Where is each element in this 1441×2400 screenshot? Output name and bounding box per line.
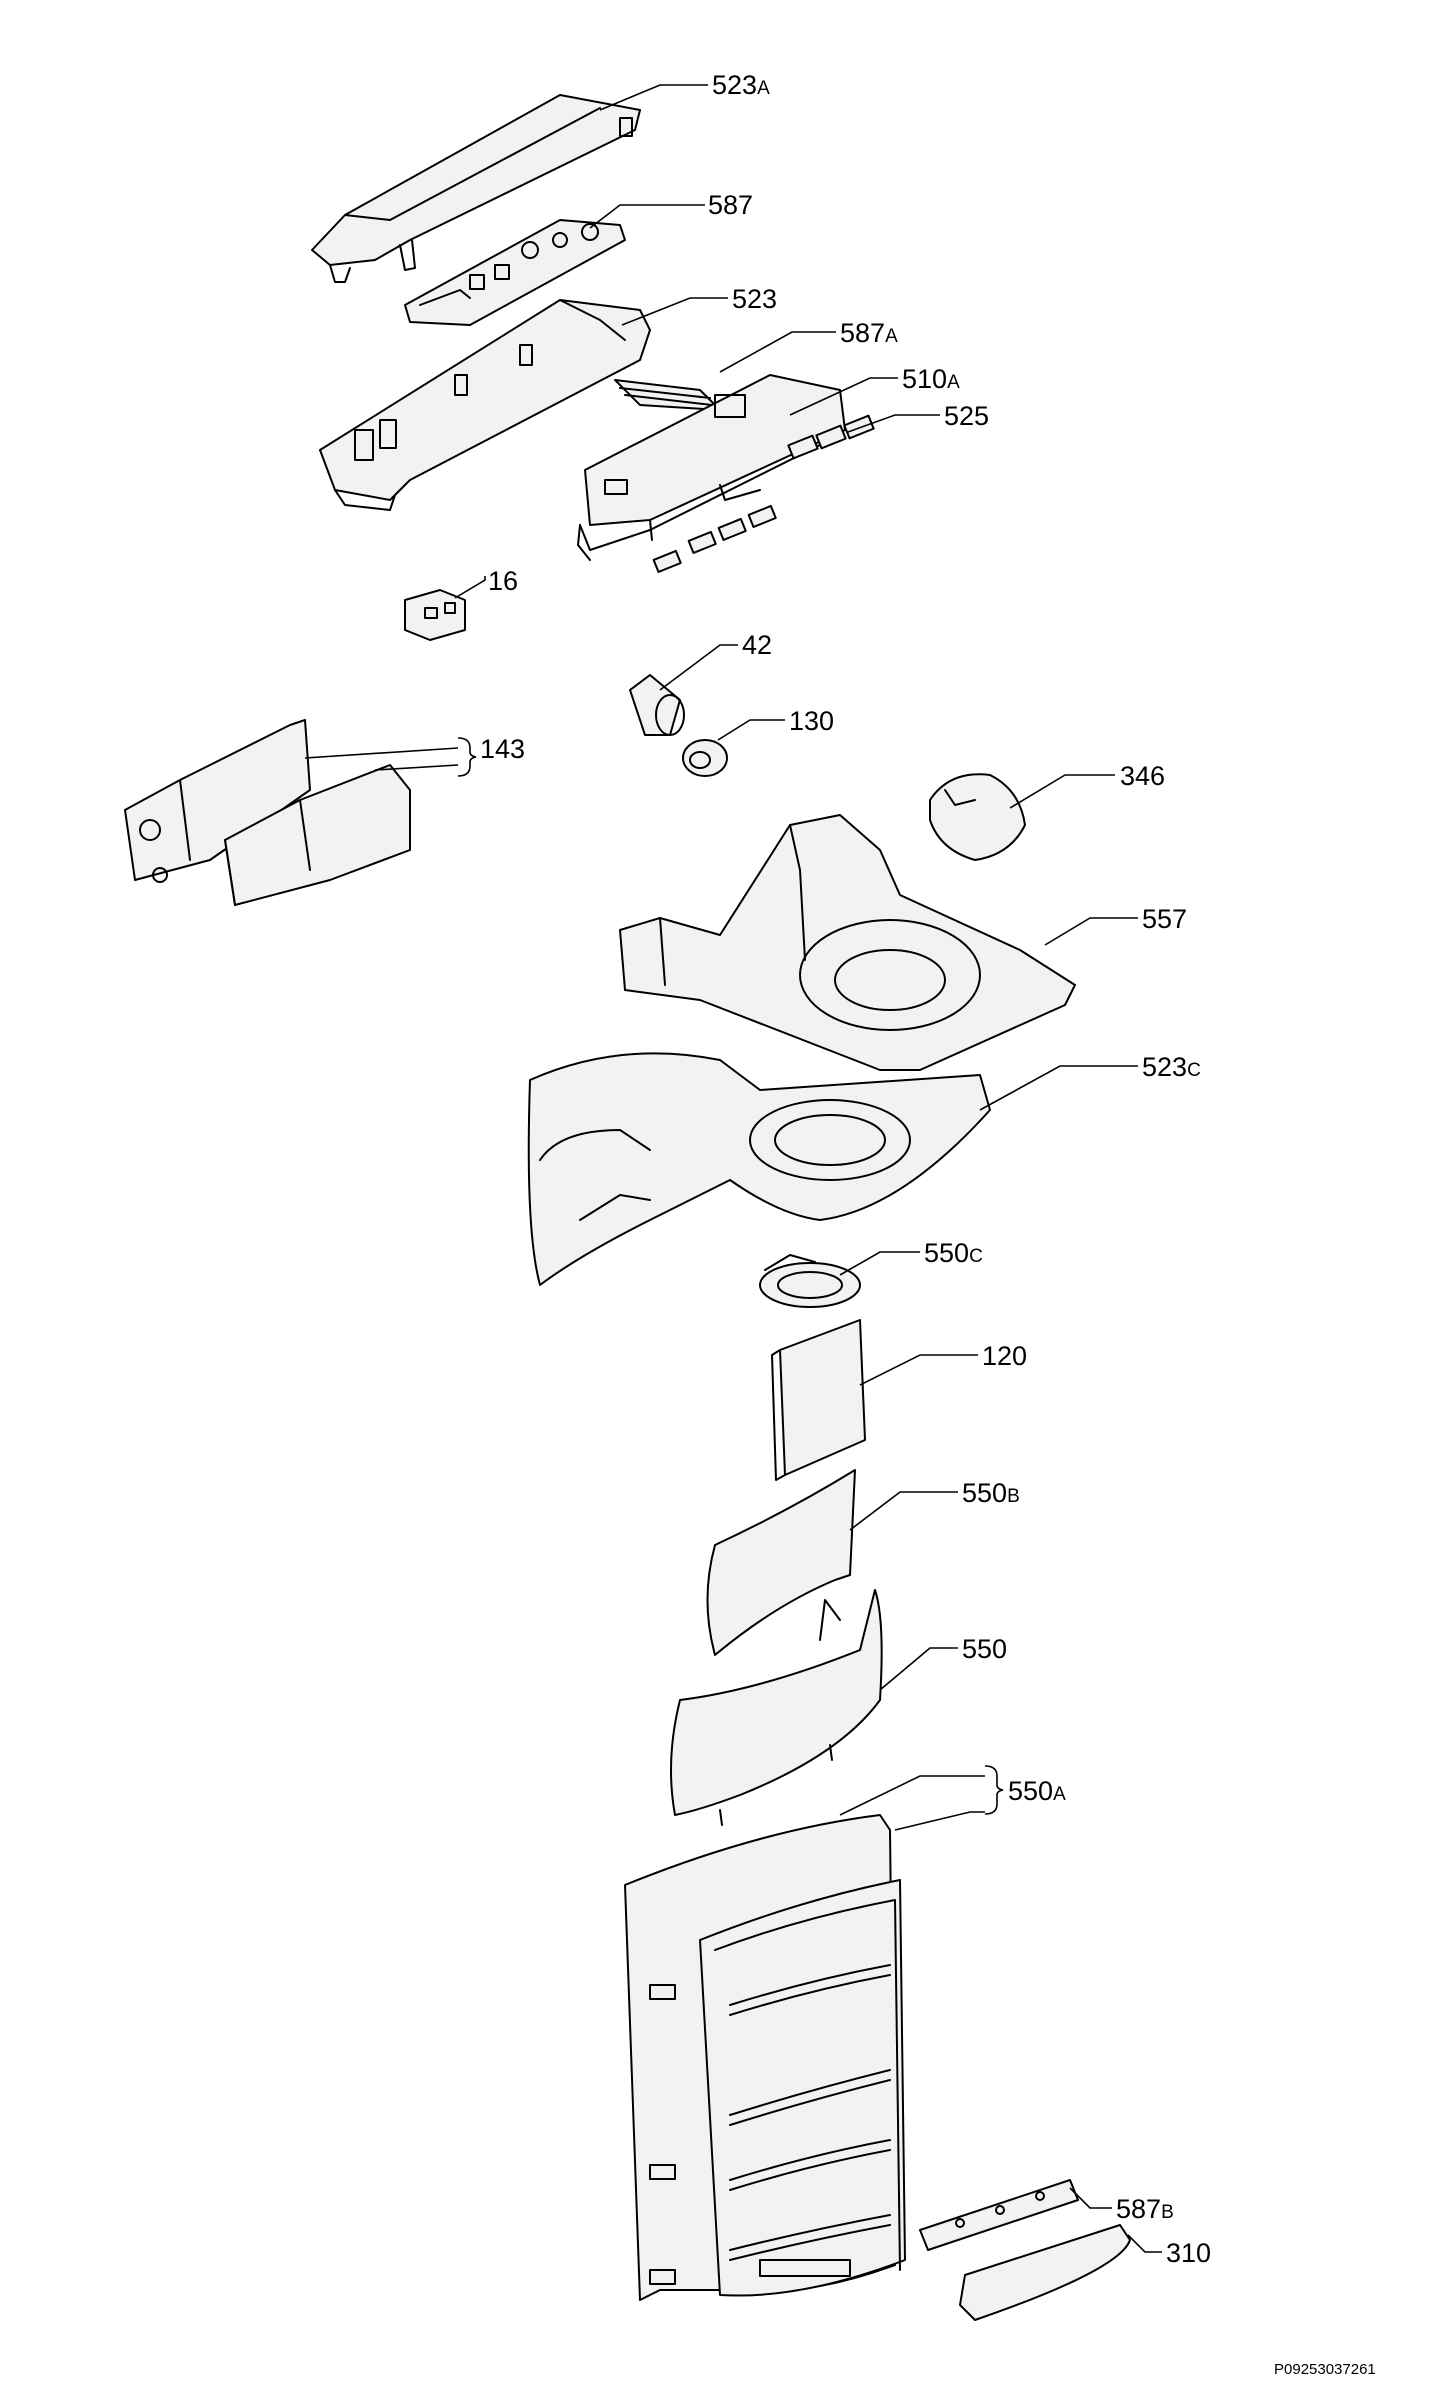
part-523c-panel [527, 1052, 991, 1286]
part-587a-510a-control-panel [577, 374, 846, 561]
callout-557: 557 [1142, 904, 1187, 934]
callout-310: 310 [1166, 2238, 1211, 2268]
brace-marks [457, 737, 1004, 1815]
part-310-trim [959, 2224, 1131, 2321]
callout-587b: 587B [1116, 2194, 1174, 2224]
callout-16: 16 [488, 566, 518, 596]
part-557-frame [619, 814, 1076, 1071]
part-550b-cover [706, 1469, 856, 1656]
callout-42: 42 [742, 630, 772, 660]
part-587b-strip [919, 2179, 1079, 2251]
part-120-filter-panel [771, 1319, 866, 1481]
part-42-lamp-holder [629, 674, 685, 736]
part-346-cover [929, 773, 1026, 861]
callout-587a: 587A [840, 318, 898, 348]
drawing-number: P09253037261 [1274, 2361, 1376, 2378]
part-550a-door-panels [624, 1814, 906, 2301]
callout-587: 587 [708, 190, 753, 220]
part-523a-top-cover [311, 94, 641, 283]
part-550c-ring [759, 1254, 861, 1308]
callout-550a: 550A [1008, 1776, 1066, 1806]
part-16-switch [404, 589, 466, 641]
callout-525: 525 [944, 401, 989, 431]
part-523-housing [319, 299, 721, 511]
callout-550c: 550C [924, 1238, 983, 1268]
callout-523c: 523C [1142, 1052, 1201, 1082]
callout-346: 346 [1120, 761, 1165, 791]
leader-lines [304, 84, 1162, 2253]
part-143-housing [124, 719, 411, 906]
callout-130: 130 [789, 706, 834, 736]
callout-550b: 550B [962, 1478, 1020, 1508]
callout-120: 120 [982, 1341, 1027, 1371]
callout-523: 523 [732, 284, 777, 314]
part-525-buttons [652, 414, 875, 573]
part-130-bulb [682, 739, 728, 777]
callout-523a: 523A [712, 70, 770, 100]
part-550-tray [670, 1589, 883, 1826]
callout-510a: 510A [902, 364, 960, 394]
callout-550: 550 [962, 1634, 1007, 1664]
callout-143: 143 [480, 734, 525, 764]
part-587-circuit-board [404, 219, 626, 326]
